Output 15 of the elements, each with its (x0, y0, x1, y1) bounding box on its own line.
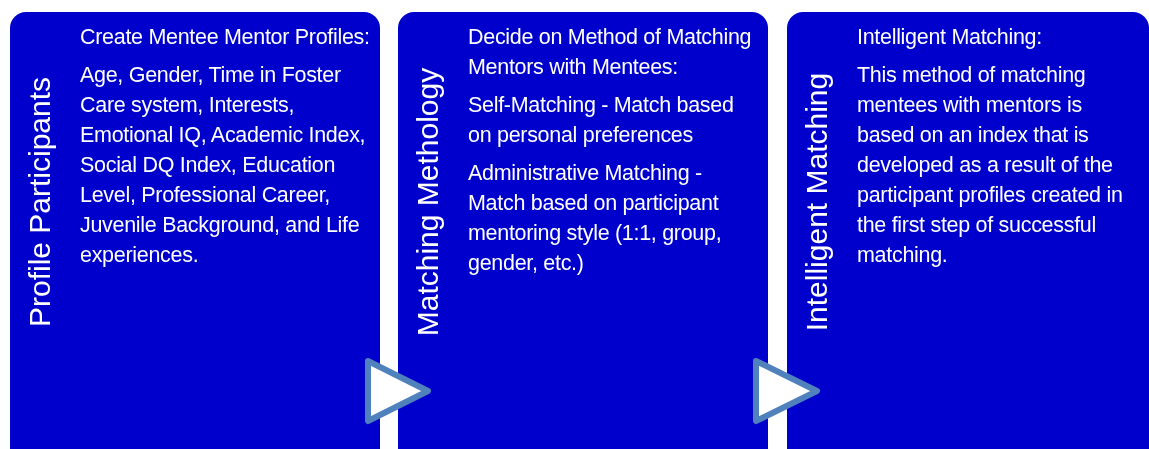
step-title: Matching Methology (411, 67, 445, 337)
step-description: Age, Gender, Time in Foster Care system, Interests, Emotional IQ, Academic Index, Social DQ Index, Education Level, Professional Career, Juvenile Background, and Life experiences. (80, 62, 367, 269)
step-heading: Create Mentee Mentor Profiles: (80, 24, 371, 51)
step-panel (10, 12, 380, 449)
step-description: Administrative Matching - Match based on participant mentoring style (1:1, group, gender, etc.) (468, 160, 723, 277)
step-description: Self-Matching - Match based on personal preferences (468, 92, 735, 149)
step-title: Profile Participants (23, 76, 57, 328)
step-description: This method of matching mentees with mentors is based on an index that is developed as a result of the participant profiles created in the first step of successful matching. (857, 62, 1124, 269)
chevron-arrow (753, 358, 820, 424)
step-heading: Decide on Method of Matching Mentors with Mentees: (468, 24, 753, 81)
step-heading: Intelligent Matching: (857, 24, 1043, 51)
step-panel (398, 12, 768, 449)
step-title: Intelligent Matching (800, 72, 834, 332)
chevron-arrow (365, 358, 431, 424)
step-panel (787, 12, 1149, 449)
